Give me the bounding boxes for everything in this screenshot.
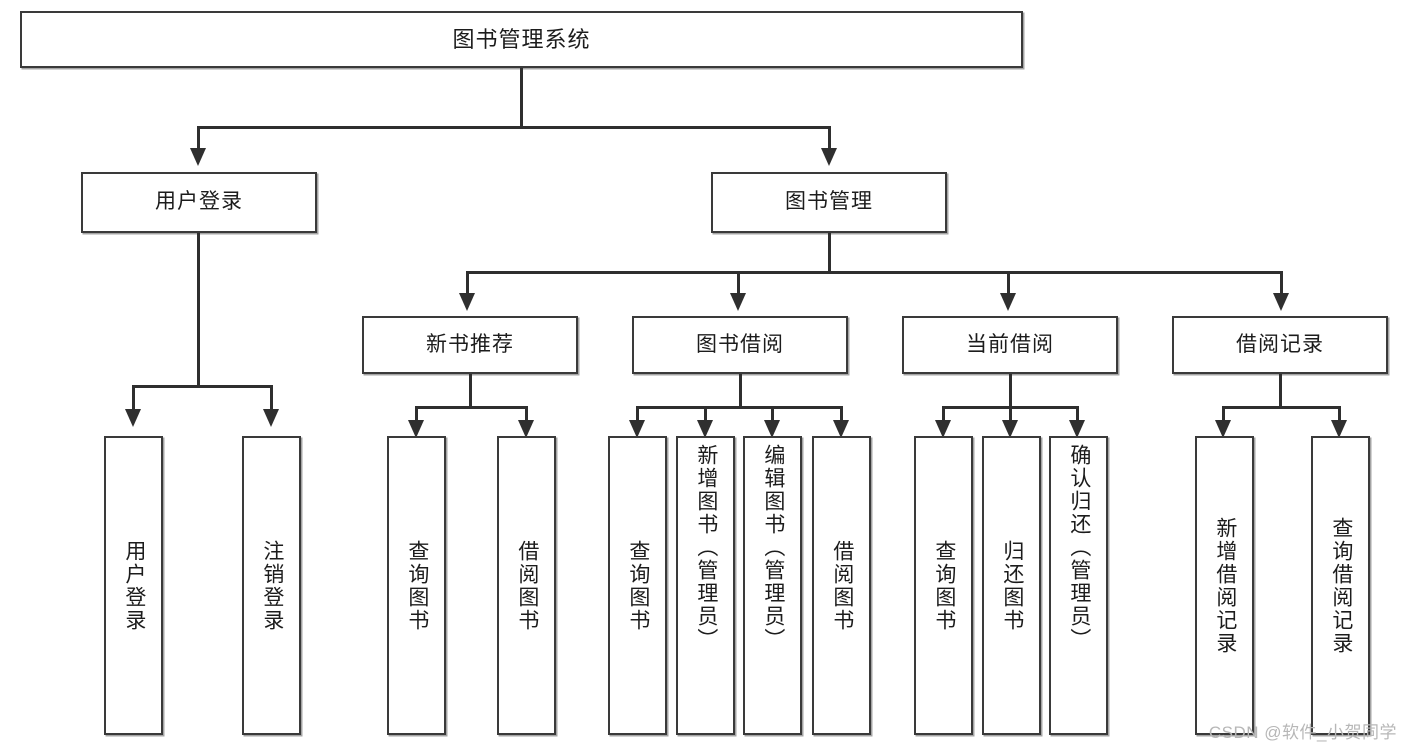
- node-label: 归还图书: [1000, 539, 1024, 632]
- arrowhead-nb-leaf-2: [518, 420, 534, 438]
- node-label: 确认归还（管理员）: [1067, 444, 1091, 651]
- node-book-borrow[interactable]: 图书借阅: [632, 316, 848, 374]
- node-label: 用户登录: [155, 190, 243, 214]
- leaf-bb-borrow-book[interactable]: 借阅图书: [812, 436, 871, 735]
- node-borrow-record[interactable]: 借阅记录: [1172, 316, 1388, 374]
- node-label: 借阅图书: [830, 539, 854, 632]
- node-book-management[interactable]: 图书管理: [711, 172, 947, 233]
- node-new-book-recommend[interactable]: 新书推荐: [362, 316, 578, 374]
- leaf-cb-query-book[interactable]: 查询图书: [914, 436, 973, 735]
- connector-book-manage-stem: [828, 233, 831, 271]
- arrowhead-current-borrow: [1000, 293, 1016, 311]
- arrowhead-new-book: [459, 293, 475, 311]
- node-label: 用户登录: [122, 539, 146, 632]
- node-label: 当前借阅: [966, 332, 1054, 356]
- connector-new-book-stem: [469, 374, 472, 406]
- connector-br-leaf-1: [1222, 406, 1225, 422]
- arrowhead-bb-leaf-1: [629, 420, 645, 438]
- connector-to-current-borrow: [1007, 271, 1010, 295]
- connector-to-borrow-record: [1280, 271, 1283, 295]
- arrowhead-borrow-record: [1273, 293, 1289, 311]
- leaf-bb-add-book-admin[interactable]: 新增图书（管理员）: [676, 436, 735, 735]
- leaf-bb-edit-book-admin[interactable]: 编辑图书（管理员）: [743, 436, 802, 735]
- connector-user-login-leaf-2: [270, 385, 273, 411]
- node-root-system[interactable]: 图书管理系统: [20, 11, 1023, 68]
- arrowhead-user-login: [190, 148, 206, 166]
- arrowhead-nb-leaf-1: [408, 420, 424, 438]
- arrowhead-book-borrow: [730, 293, 746, 311]
- connector-new-book-bus: [415, 406, 528, 409]
- connector-user-login-leaf-1: [132, 385, 135, 411]
- arrowhead-cb-leaf-2: [1002, 420, 1018, 438]
- arrowhead-cb-leaf-3: [1069, 420, 1085, 438]
- connector-br-leaf-2: [1338, 406, 1341, 422]
- connector-root-stem: [520, 68, 523, 126]
- connector-root-to-book-manage: [828, 126, 831, 150]
- node-label: 新增借阅记录: [1213, 516, 1237, 655]
- node-label: 图书借阅: [696, 332, 784, 356]
- node-label: 借阅记录: [1236, 332, 1324, 356]
- csdn-watermark: CSDN @软件_小贺同学: [1208, 723, 1397, 742]
- node-label: 编辑图书（管理员）: [761, 444, 785, 651]
- node-label: 新书推荐: [426, 332, 514, 356]
- arrowhead-br-leaf-2: [1331, 420, 1347, 438]
- arrowhead-bb-leaf-2: [697, 420, 713, 438]
- node-current-borrow[interactable]: 当前借阅: [902, 316, 1118, 374]
- leaf-br-add-record[interactable]: 新增借阅记录: [1195, 436, 1254, 735]
- connector-new-book-leaf-2: [525, 406, 528, 422]
- node-user-login[interactable]: 用户登录: [81, 172, 317, 233]
- arrowhead-bb-leaf-4: [833, 420, 849, 438]
- connector-borrow-record-bus: [1222, 406, 1341, 409]
- arrowhead-book-manage: [821, 148, 837, 166]
- connector-cb-leaf-1: [942, 406, 945, 422]
- connector-book-borrow-stem: [739, 374, 742, 406]
- node-label: 查询图书: [932, 539, 956, 632]
- connector-bb-leaf-2: [704, 406, 707, 422]
- connector-cb-leaf-2: [1009, 406, 1012, 422]
- node-label: 查询图书: [405, 539, 429, 632]
- connector-bb-leaf-1: [636, 406, 639, 422]
- leaf-logout[interactable]: 注销登录: [242, 436, 301, 735]
- connector-level3-bus: [466, 271, 1283, 274]
- node-label: 查询图书: [626, 539, 650, 632]
- connector-user-login-bus: [132, 385, 273, 388]
- node-label: 新增图书（管理员）: [694, 444, 718, 651]
- connector-root-bus: [197, 126, 831, 129]
- connector-root-to-user-login: [197, 126, 200, 150]
- node-label: 借阅图书: [515, 539, 539, 632]
- leaf-cb-return-book[interactable]: 归还图书: [982, 436, 1041, 735]
- node-label: 图书管理系统: [452, 26, 591, 52]
- arrowhead-br-leaf-1: [1215, 420, 1231, 438]
- leaf-cb-confirm-return-admin[interactable]: 确认归还（管理员）: [1049, 436, 1108, 735]
- connector-bb-leaf-3: [771, 406, 774, 422]
- connector-user-login-stem: [197, 233, 200, 385]
- connector-book-borrow-bus: [636, 406, 843, 409]
- arrowhead-leaf-user-login: [125, 409, 141, 427]
- node-label: 查询借阅记录: [1329, 516, 1353, 655]
- arrowhead-bb-leaf-3: [764, 420, 780, 438]
- arrowhead-cb-leaf-1: [935, 420, 951, 438]
- connector-borrow-record-stem: [1279, 374, 1282, 406]
- connector-cb-leaf-3: [1076, 406, 1079, 422]
- leaf-br-query-record[interactable]: 查询借阅记录: [1311, 436, 1370, 735]
- arrowhead-leaf-logout: [263, 409, 279, 427]
- connector-new-book-leaf-1: [415, 406, 418, 422]
- node-label: 图书管理: [785, 190, 873, 214]
- leaf-nb-query-book[interactable]: 查询图书: [387, 436, 446, 735]
- connector-current-borrow-stem: [1009, 374, 1012, 406]
- connector-to-book-borrow: [737, 271, 740, 295]
- connector-to-new-book: [466, 271, 469, 295]
- connector-bb-leaf-4: [840, 406, 843, 422]
- leaf-nb-borrow-book[interactable]: 借阅图书: [497, 436, 556, 735]
- leaf-user-login[interactable]: 用户登录: [104, 436, 163, 735]
- node-label: 注销登录: [260, 539, 284, 632]
- leaf-bb-query-book[interactable]: 查询图书: [608, 436, 667, 735]
